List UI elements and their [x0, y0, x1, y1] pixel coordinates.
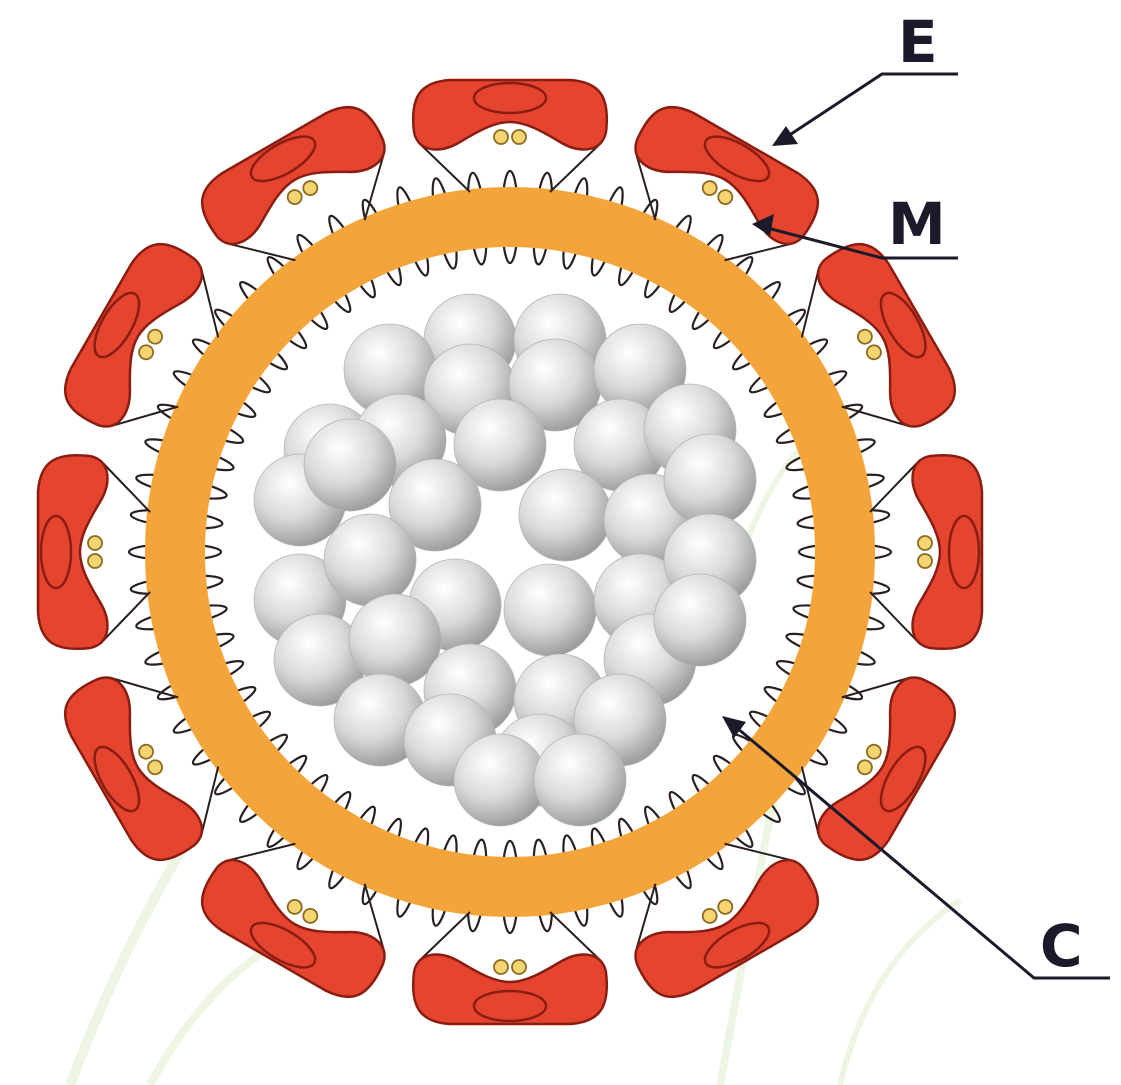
membrane-protein-pair — [494, 960, 526, 974]
envelope-protein — [413, 80, 607, 192]
label-envelope-leader — [782, 74, 958, 140]
membrane-protein-pair — [918, 536, 932, 568]
capsomere-sphere — [324, 514, 416, 606]
capsomere-sphere — [304, 419, 396, 511]
capsomere-sphere — [654, 574, 746, 666]
label-capsid-text: C — [1040, 912, 1083, 980]
envelope-protein — [870, 455, 982, 649]
capsomere-sphere — [454, 734, 546, 826]
label-capsid-arrowhead — [722, 716, 746, 738]
capsomere-sphere — [519, 469, 611, 561]
membrane-proteins — [88, 130, 932, 974]
label-membrane-text: M — [888, 190, 946, 258]
nucleocapsid — [254, 294, 756, 826]
label-envelope-arrowhead — [772, 126, 798, 146]
label-envelope: E — [772, 8, 958, 146]
capsomere-sphere — [664, 434, 756, 526]
membrane-protein-pair — [88, 536, 102, 568]
capsomere-sphere — [534, 734, 626, 826]
label-envelope-text: E — [898, 8, 938, 76]
envelope-protein — [413, 912, 607, 1024]
capsomere-sphere — [504, 564, 596, 656]
membrane-protein-pair — [494, 130, 526, 144]
envelope-protein — [38, 455, 150, 649]
